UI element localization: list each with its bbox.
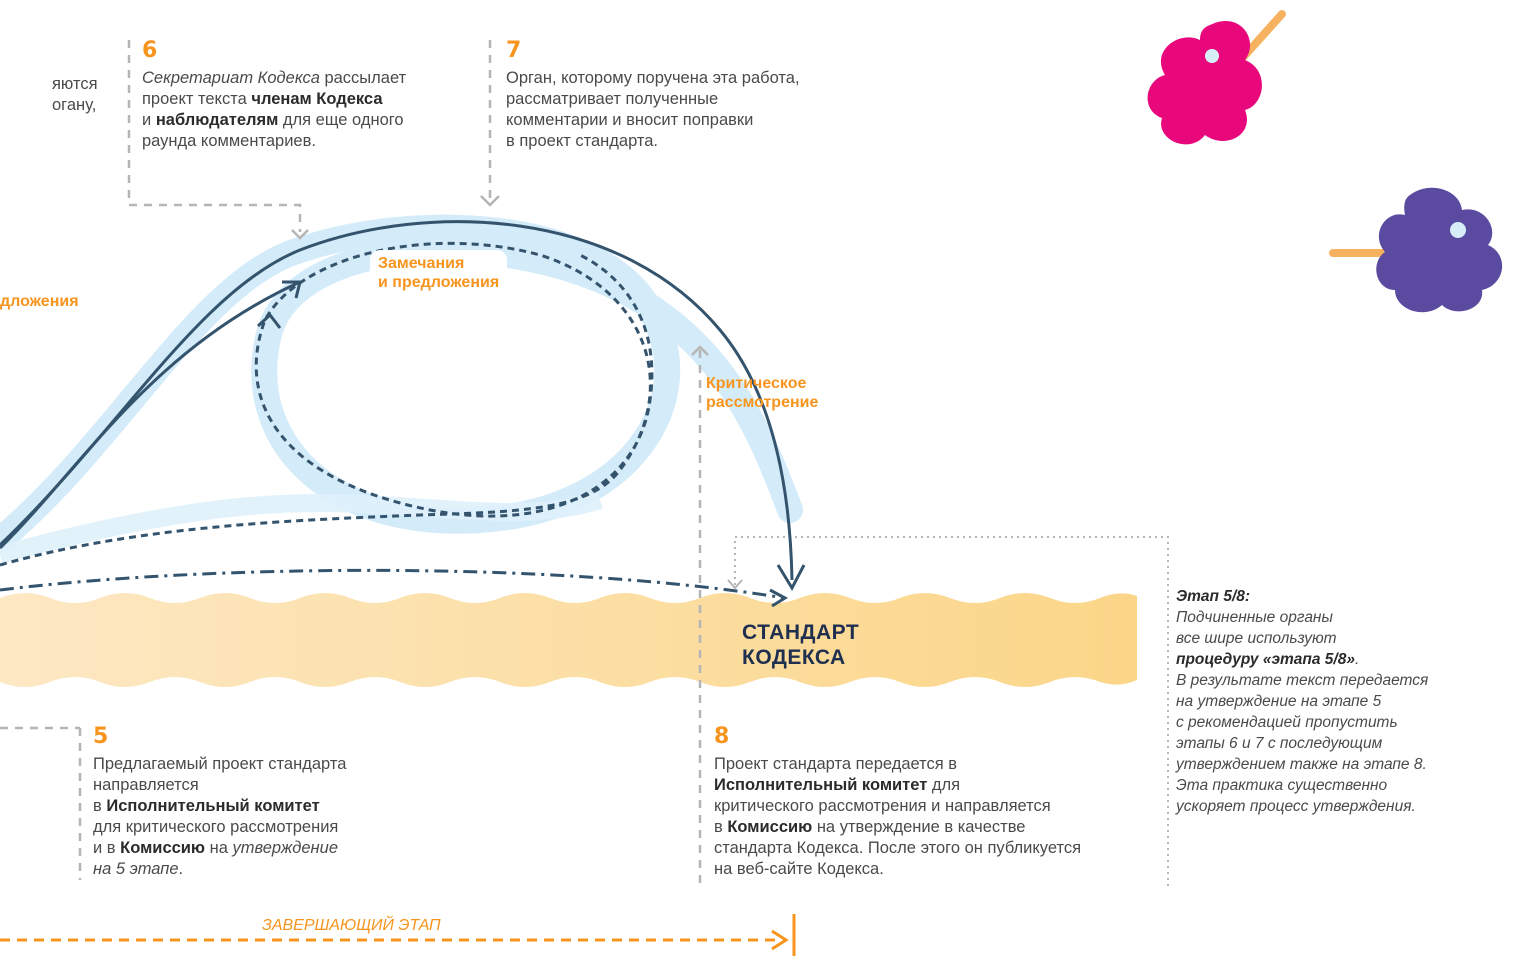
step-6-secretariat: Секретариат Кодекса — [142, 69, 320, 87]
step-7-line-2: рассматривает полученные — [506, 90, 719, 108]
step-5-commission: Комиссию — [120, 839, 206, 857]
stage-5-8-procedure: процедуру «этапа 5/8» — [1176, 651, 1355, 668]
comments-line-1: Замечания — [378, 255, 465, 272]
partial-left-text: яются огану, — [52, 74, 98, 116]
stage-5-8-l10: ускоряет процесс утверждения. — [1176, 798, 1416, 815]
step-5-l5-rest: на — [205, 839, 233, 857]
step-6-t2: проект текста — [142, 90, 252, 108]
stage-5-8-l5: на утверждение на этапе 5 — [1176, 693, 1382, 710]
stage-5-8-l9: Эта практика существенно — [1176, 777, 1388, 794]
step-5-l1: Предлагаемый проект стандарта — [93, 755, 347, 773]
step-6-text: Секретариат Кодекса рассылает проект тек… — [142, 68, 472, 152]
comments-line-2: и предложения — [378, 274, 500, 291]
comments-label: Замечания и предложения — [370, 250, 508, 296]
stage-5-8-l4: В результате текст передается — [1176, 672, 1429, 689]
standard-line-1: СТАНДАРТ — [742, 621, 860, 644]
stage-5-8-title: Этап 5/8: — [1176, 588, 1251, 605]
step-8-l6: на веб-сайте Кодекса. — [714, 860, 884, 878]
step-8-l4: в — [714, 818, 728, 836]
step-8-exec-committee: Исполнительный комитет — [714, 776, 928, 794]
step-8-l3: критического рассмотрения и направляется — [714, 797, 1051, 815]
partial-line-2: огану, — [52, 96, 97, 114]
step-6-number: 6 — [142, 38, 158, 63]
stage-5-8-l7: этапы 6 и 7 с последующим — [1176, 735, 1383, 752]
step-7-text: Орган, которому поручена эта работа, рас… — [506, 68, 866, 152]
step-5-period: . — [178, 860, 184, 878]
critical-line-1: Критическое — [706, 375, 807, 392]
standard-line-2: КОДЕКСА — [742, 646, 846, 669]
codex-standard-label: СТАНДАРТ КОДЕКСА — [742, 620, 859, 670]
step-8-l2-rest: для — [927, 776, 961, 794]
critical-line-2: рассмотрение — [706, 394, 819, 411]
step-6-t1: рассылает — [319, 69, 407, 87]
step-7-number: 7 — [506, 38, 522, 63]
step-8-commission: Комиссию — [727, 818, 813, 836]
step-6-t3: и — [142, 111, 156, 129]
step-5-l2: направляется — [93, 776, 199, 794]
dashed-loop — [0, 241, 654, 567]
step-8-number: 8 — [714, 724, 730, 749]
stage-5-8-l3-rest: . — [1354, 651, 1360, 668]
step-7-line-1: Орган, которому поручена эта работа, — [506, 69, 800, 87]
stage-5-8-l6: с рекомендацией пропустить — [1176, 714, 1398, 731]
stage-5-8-l1: Подчиненные органы — [1176, 609, 1333, 626]
step-7-line-3: комментарии и вносит поправки — [506, 111, 754, 129]
stage-5-8-l8: утверждением также на этапе 8. — [1176, 756, 1427, 773]
partial-line-1: яются — [52, 75, 98, 93]
critical-review-label: Критическое рассмотрение — [706, 374, 818, 412]
stage-5-8-note: Этап 5/8: Подчиненные органы все шире ис… — [1176, 586, 1496, 817]
step-5-stage: на 5 этапе — [93, 860, 179, 878]
step-6-observers: наблюдателям — [155, 111, 279, 129]
step-7-line-4: в проект стандарта. — [506, 132, 659, 150]
step-5-exec-committee: Исполнительный комитет — [106, 797, 320, 815]
step-8-l1: Проект стандарта передается в — [714, 755, 958, 773]
pink-blob-icon — [1147, 10, 1286, 145]
step-5-l5: и в — [93, 839, 121, 857]
partial-left-label: дложения — [0, 293, 79, 310]
step-8-l5: стандарта Кодекса. После этого он публик… — [714, 839, 1082, 857]
step-5-text: Предлагаемый проект стандарта направляет… — [93, 754, 413, 880]
main-arrow — [0, 220, 794, 581]
stage-5-8-l2: все шире используют — [1176, 630, 1337, 647]
step-6-t3-rest: для еще одного — [278, 111, 404, 129]
standard-band — [0, 593, 1137, 687]
step-6-t4: раунда комментариев. — [142, 132, 316, 150]
step-5-approval: утверждение — [232, 839, 339, 857]
step-5-number: 5 — [93, 724, 109, 749]
step-8-text: Проект стандарта передается в Исполнител… — [714, 754, 1154, 880]
final-stage-label: ЗАВЕРШАЮЩИЙ ЭТАП — [258, 917, 445, 935]
step-6-members: членам Кодекса — [251, 90, 383, 108]
step-5-l3: в — [93, 797, 107, 815]
purple-blob-icon — [1329, 187, 1503, 313]
step-5-l4: для критического рассмотрения — [93, 818, 339, 836]
step-8-l4-rest: на утверждение в качестве — [812, 818, 1026, 836]
